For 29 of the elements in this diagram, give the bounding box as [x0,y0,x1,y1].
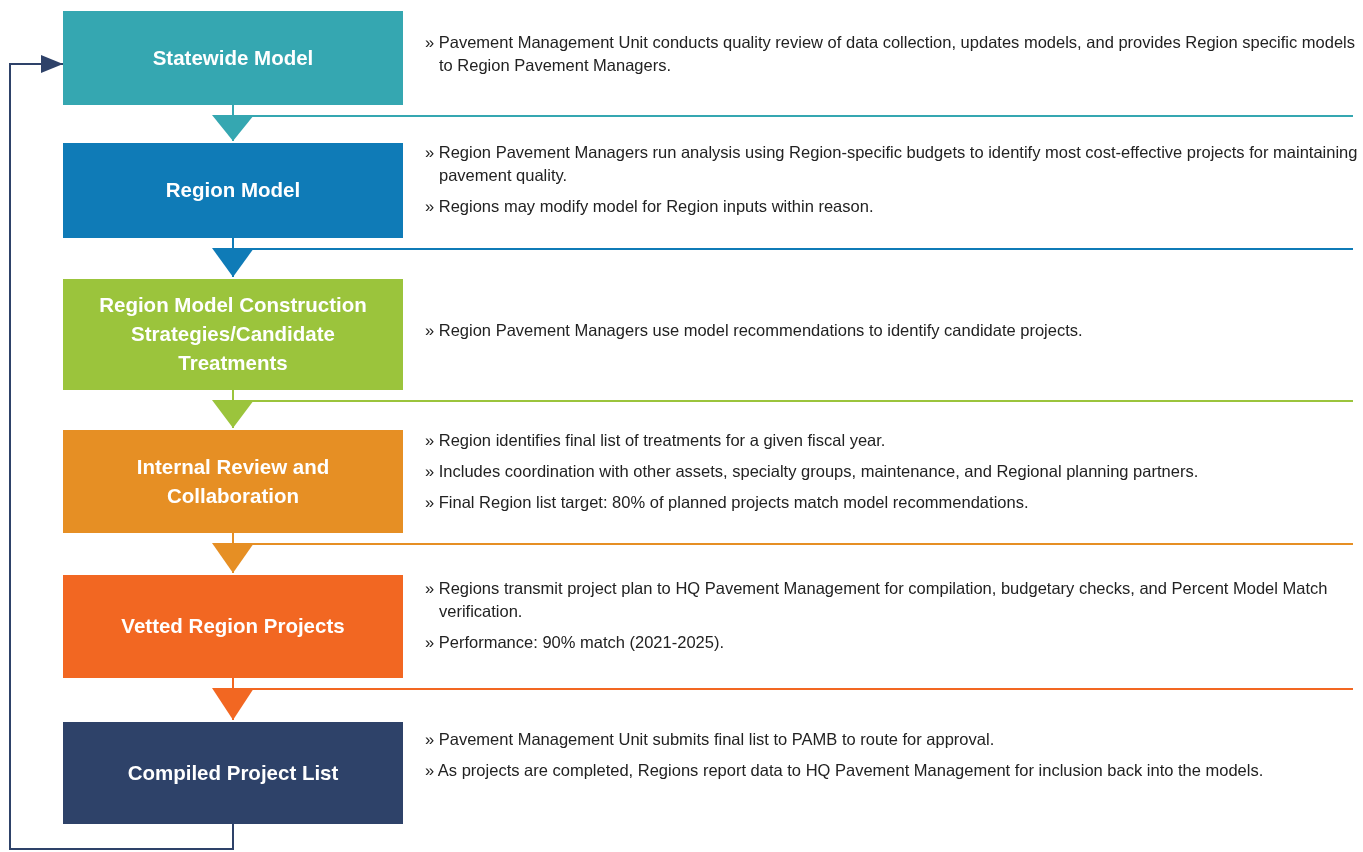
process-box [63,11,403,105]
bullet-note: » Performance: 90% match (2021-2025). [425,632,725,654]
process-box [63,279,403,390]
bullet-note: » Regions may modify model for Region inputs within reason. [425,196,875,218]
step-title: Vetted Region Projects [121,613,345,640]
bullet-note: » Pavement Management Unit conducts quality review of data collection, updates models, and provides Region specific models to Region Pavement Managers. [425,32,1356,77]
process-box [63,143,403,238]
process-box [63,430,403,533]
step-title: Internal Review and Collaboration [135,453,331,509]
process-box [63,722,403,824]
step-title: Region Model [165,177,301,204]
step-title: Region Model Construction Strategies/Candidate Treatments [98,292,368,376]
bullet-note: » As projects are completed, Regions report data to HQ Pavement Management for inclusion back into the models. [425,760,1265,782]
bullet-note: » Region Pavement Managers use model recommendations to identify candidate projects. [425,320,1084,341]
arrow [212,532,254,574]
bullet-note: » Includes coordination with other assets, specialty groups, maintenance, and Regional planning partners. [425,461,1200,483]
bullet-note: » Pavement Management Unit submits final list to PAMB to route for approval. [425,729,996,750]
bullet-note: » Regions transmit project plan to HQ Pavement Management for compilation, budgetary checks, and Percent Model Match verification. [425,578,1329,623]
bullet-note: » Region Pavement Managers run analysis using Region-specific budgets to identify most cost-effective projects for maintaining pavement quality. [425,142,1359,187]
arrow [212,237,254,278]
bullet-note: » Region identifies final list of treatments for a given fiscal year. [425,430,887,451]
arrow [212,677,254,721]
arrow [212,389,254,429]
process-box [63,575,403,678]
arrow [212,104,254,142]
step-title: Compiled Project List [127,759,339,786]
arrow [9,55,234,850]
bullet-note: » Final Region list target: 80% of planned projects match model recommendations. [425,492,1030,514]
step-title: Statewide Model [152,44,314,71]
